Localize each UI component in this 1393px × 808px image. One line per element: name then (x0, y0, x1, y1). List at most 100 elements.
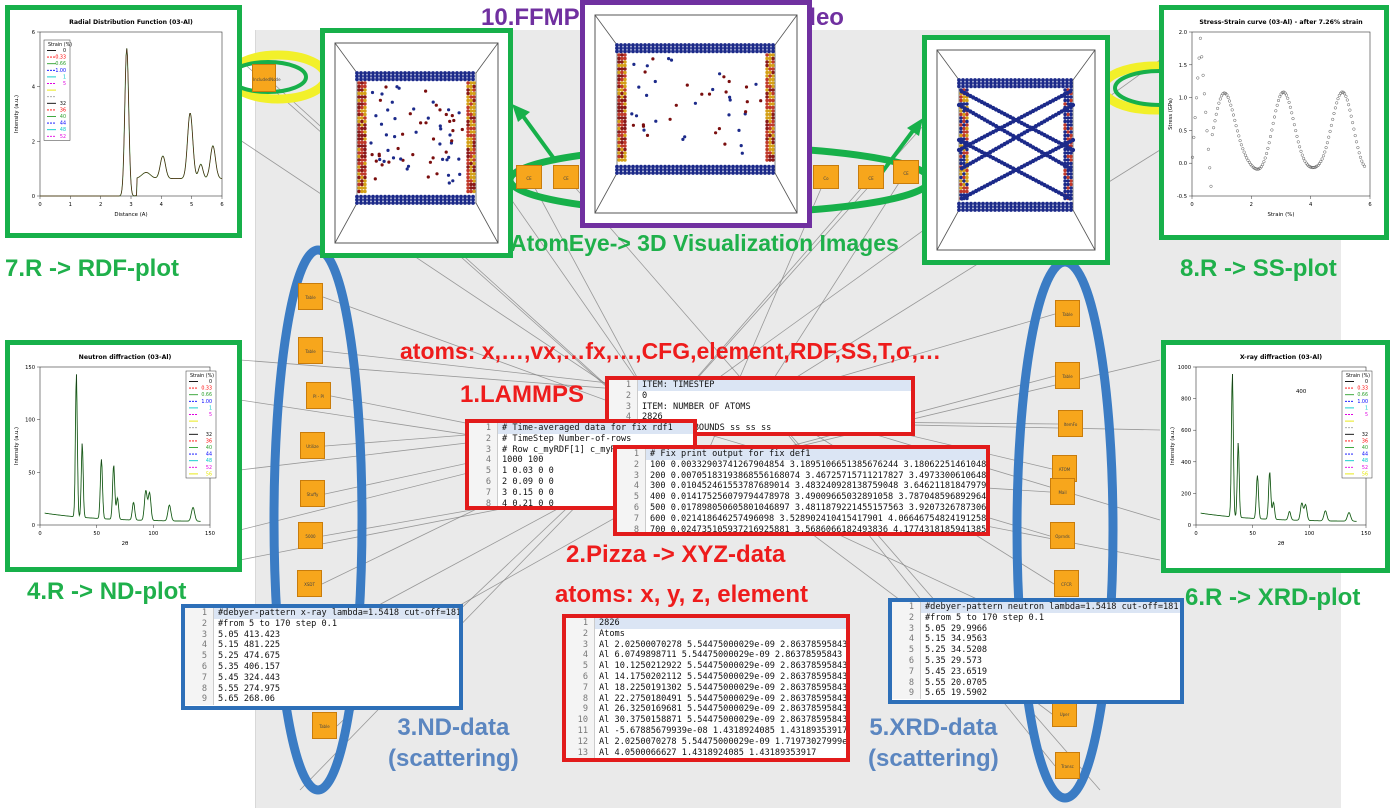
atom-blue-top (973, 85, 977, 89)
xrd-plot-chart: X-ray diffraction (03-Al)050100150020040… (1166, 345, 1385, 568)
atom-blue-bottom (391, 195, 395, 199)
atom-wall-left (363, 137, 366, 140)
line-number: 6 (469, 477, 498, 488)
workflow-node-left[interactable]: Utilize (300, 432, 325, 459)
atom-wall-left (360, 106, 363, 109)
line-text: Al 2.02500070278 5.54475000029e-09 2.863… (599, 640, 847, 651)
atom-free (675, 104, 678, 107)
atom-blue-bottom (1037, 202, 1041, 206)
workflow-node-right[interactable]: Transc (1055, 752, 1080, 779)
atom-wall-right (1066, 155, 1069, 158)
ss-data-point (1320, 160, 1323, 163)
atom-wall-right (765, 53, 768, 56)
atom-wall-left (363, 186, 366, 189)
code-line: 2Atoms (566, 629, 846, 640)
atom-wall-right (765, 158, 768, 161)
atom-wall-right (1069, 123, 1072, 126)
code-line: 75.45 324.443 (185, 673, 459, 684)
atom-blue-top (1037, 85, 1041, 89)
atom-wall-right (469, 88, 472, 91)
atom-blue-top (1045, 85, 1049, 89)
atom-wall-right (466, 186, 469, 189)
atom-wall-left (623, 57, 626, 60)
ss-data-point (1231, 109, 1234, 112)
atom-free (683, 135, 686, 138)
atom-wall-left (965, 183, 968, 186)
atom-wall-left (357, 116, 360, 119)
atom-blue-top (423, 78, 427, 82)
atom-wall-left (962, 190, 965, 193)
atom-wall-left (357, 137, 360, 140)
workflow-node-right[interactable]: Table (1055, 300, 1080, 327)
legend-entry: 5 (63, 81, 66, 87)
atom-free (450, 139, 453, 142)
x-tick-label: 6 (220, 202, 223, 208)
line-number: 7 (617, 514, 646, 525)
line-number: 6 (185, 662, 214, 673)
workflow-node-top[interactable]: CE (516, 165, 542, 189)
atom-wall-left (617, 95, 620, 98)
line-number: 6 (892, 656, 921, 667)
atom-wall-right (1069, 99, 1072, 102)
atom-wall-right (472, 123, 475, 126)
atom-wall-right (466, 116, 469, 119)
workflow-node-left[interactable]: XSDT (297, 570, 322, 597)
atom-wall-left (965, 137, 968, 140)
line-text: # TimeStep Number-of-rows (502, 434, 631, 445)
atom-wall-left (962, 134, 965, 137)
sim-box-edge (937, 210, 959, 250)
atom-wall-left (623, 144, 626, 147)
workflow-node-left[interactable]: Table (298, 337, 323, 364)
atom-blue-bottom (767, 165, 771, 169)
atom-wall-right (469, 127, 472, 130)
atom-free (448, 120, 451, 123)
line-text: 5.25 474.675 (218, 651, 280, 662)
atom-wall-left (617, 137, 620, 140)
atom-wall-left (363, 141, 366, 144)
line-number: 1 (892, 602, 921, 613)
xrd-data-label: 5.XRD-data (scattering) (868, 712, 999, 774)
atom-wall-left (360, 137, 363, 140)
atom-free (412, 107, 415, 110)
atom-wall-left (620, 148, 623, 151)
atom-wall-left (962, 120, 965, 123)
workflow-node-right[interactable]: Mail (1050, 478, 1075, 505)
atom-blue-bottom (1065, 202, 1069, 206)
atom-blue-top (443, 78, 447, 82)
workflow-node-left[interactable]: Pl - Pl (306, 382, 331, 409)
atom-blue-bottom (1009, 202, 1013, 206)
workflow-node-right[interactable]: CFCR (1054, 570, 1079, 597)
line-text: 2 0.09 0 0 (502, 477, 554, 488)
workflow-node-right[interactable]: Uper (1052, 700, 1077, 727)
atom-free (718, 127, 721, 130)
atom-wall-right (768, 116, 771, 119)
workflow-node-right[interactable]: Table (1055, 362, 1080, 389)
workflow-node-left[interactable]: Table (312, 712, 337, 739)
workflow-node-top[interactable]: Co (813, 165, 839, 189)
workflow-node-left[interactable]: Table (298, 283, 323, 310)
atom-wall-right (768, 127, 771, 130)
workflow-node-left[interactable]: Stuffy (300, 480, 325, 507)
atom-wall-right (765, 120, 768, 123)
fix-print-file: 1# Fix print output for fix def12100 0.0… (613, 445, 990, 536)
atom-wall-right (469, 102, 472, 105)
workflow-node-top[interactable]: CE (893, 160, 919, 184)
ss-data-point (1191, 156, 1194, 159)
code-line: 2#from 5 to 170 step 0.1 (892, 613, 1180, 624)
legend-entry: 32 (206, 432, 212, 438)
atom-free (646, 64, 649, 67)
workflow-node-top[interactable]: CE (553, 165, 579, 189)
atom-wall-right (768, 74, 771, 77)
atom-blue-top (635, 50, 639, 54)
legend-entry: 40 (206, 445, 212, 451)
workflow-node-right[interactable]: ItemFo (1058, 410, 1083, 437)
workflow-node-left[interactable]: 5000 (298, 522, 323, 549)
atom-wall-left (965, 172, 968, 175)
atom-free (378, 154, 381, 157)
line-text: 5.15 34.9563 (925, 634, 987, 645)
workflow-node-right[interactable]: Oprnds (1050, 522, 1075, 549)
workflow-node-top[interactable]: CE (858, 165, 884, 189)
workflow-node-top[interactable]: IncludedNode (252, 64, 276, 92)
atom-wall-left (962, 123, 965, 126)
atom-wall-left (623, 78, 626, 81)
